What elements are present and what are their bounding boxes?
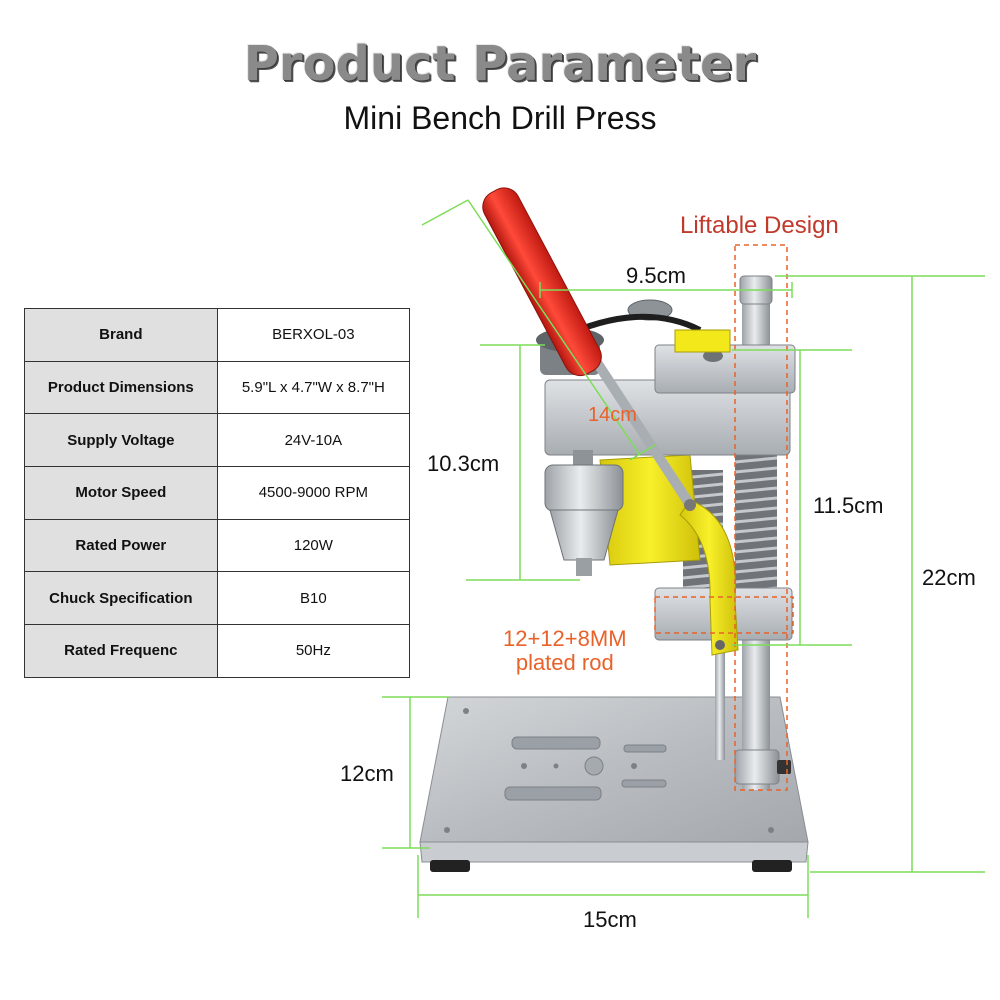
liftable-marker [734, 244, 788, 791]
spec-key: Product Dimensions [24, 360, 218, 415]
spec-value: 24V-10A [216, 413, 411, 468]
table-row: Supply Voltage 24V-10A [24, 413, 411, 468]
rod-marker [654, 596, 794, 634]
spec-value: 4500-9000 RPM [216, 466, 411, 520]
dimension-lines [382, 199, 985, 918]
column-height-label: 11.5cm [813, 493, 884, 518]
base-width-label: 15cm [583, 907, 637, 932]
table-row: Motor Speed 4500-9000 RPM [24, 466, 411, 520]
base-depth-label: 12cm [340, 761, 394, 786]
spec-key: Rated Power [24, 518, 218, 573]
spec-value: BERXOL-03 [216, 308, 411, 362]
spec-key: Motor Speed [24, 466, 218, 520]
spec-value: 50Hz [216, 624, 411, 678]
total-height-label: 22cm [922, 565, 976, 590]
plated-rod-label: 12+12+8MM plated rod [503, 627, 627, 675]
spec-key: Brand [24, 308, 218, 362]
base-plate [419, 696, 809, 872]
page-subtitle: Mini Bench Drill Press [343, 100, 657, 136]
head-height-label: 10.3cm [427, 451, 500, 476]
rod-spec-line: plated rod [515, 650, 614, 675]
spec-value: 5.9"L x 4.7"W x 8.7"H [216, 360, 411, 415]
spec-key: Chuck Specification [24, 571, 218, 626]
width-top-label: 9.5cm [626, 263, 686, 288]
rod-spec-line: 12+12+8MM [503, 626, 627, 651]
spec-value: 120W [216, 518, 411, 573]
spec-key: Rated Frequenc [24, 624, 218, 678]
page-title: Product Parameter [243, 36, 757, 92]
spec-key: Supply Voltage [24, 413, 218, 468]
table-row: Rated Frequenc 50Hz [24, 624, 411, 678]
handle-length-label: 14cm [588, 404, 637, 426]
feed-handle [482, 187, 739, 656]
table-row: Brand BERXOL-03 [24, 308, 411, 362]
spec-table: Brand BERXOL-03 Product Dimensions 5.9"L… [24, 308, 411, 678]
table-row: Product Dimensions 5.9"L x 4.7"W x 8.7"H [24, 360, 411, 415]
spec-value: B10 [216, 571, 411, 626]
liftable-design-label: Liftable Design [680, 212, 839, 239]
drill-chuck [544, 450, 624, 576]
table-row: Rated Power 120W [24, 518, 411, 573]
table-row: Chuck Specification B10 [24, 571, 411, 626]
